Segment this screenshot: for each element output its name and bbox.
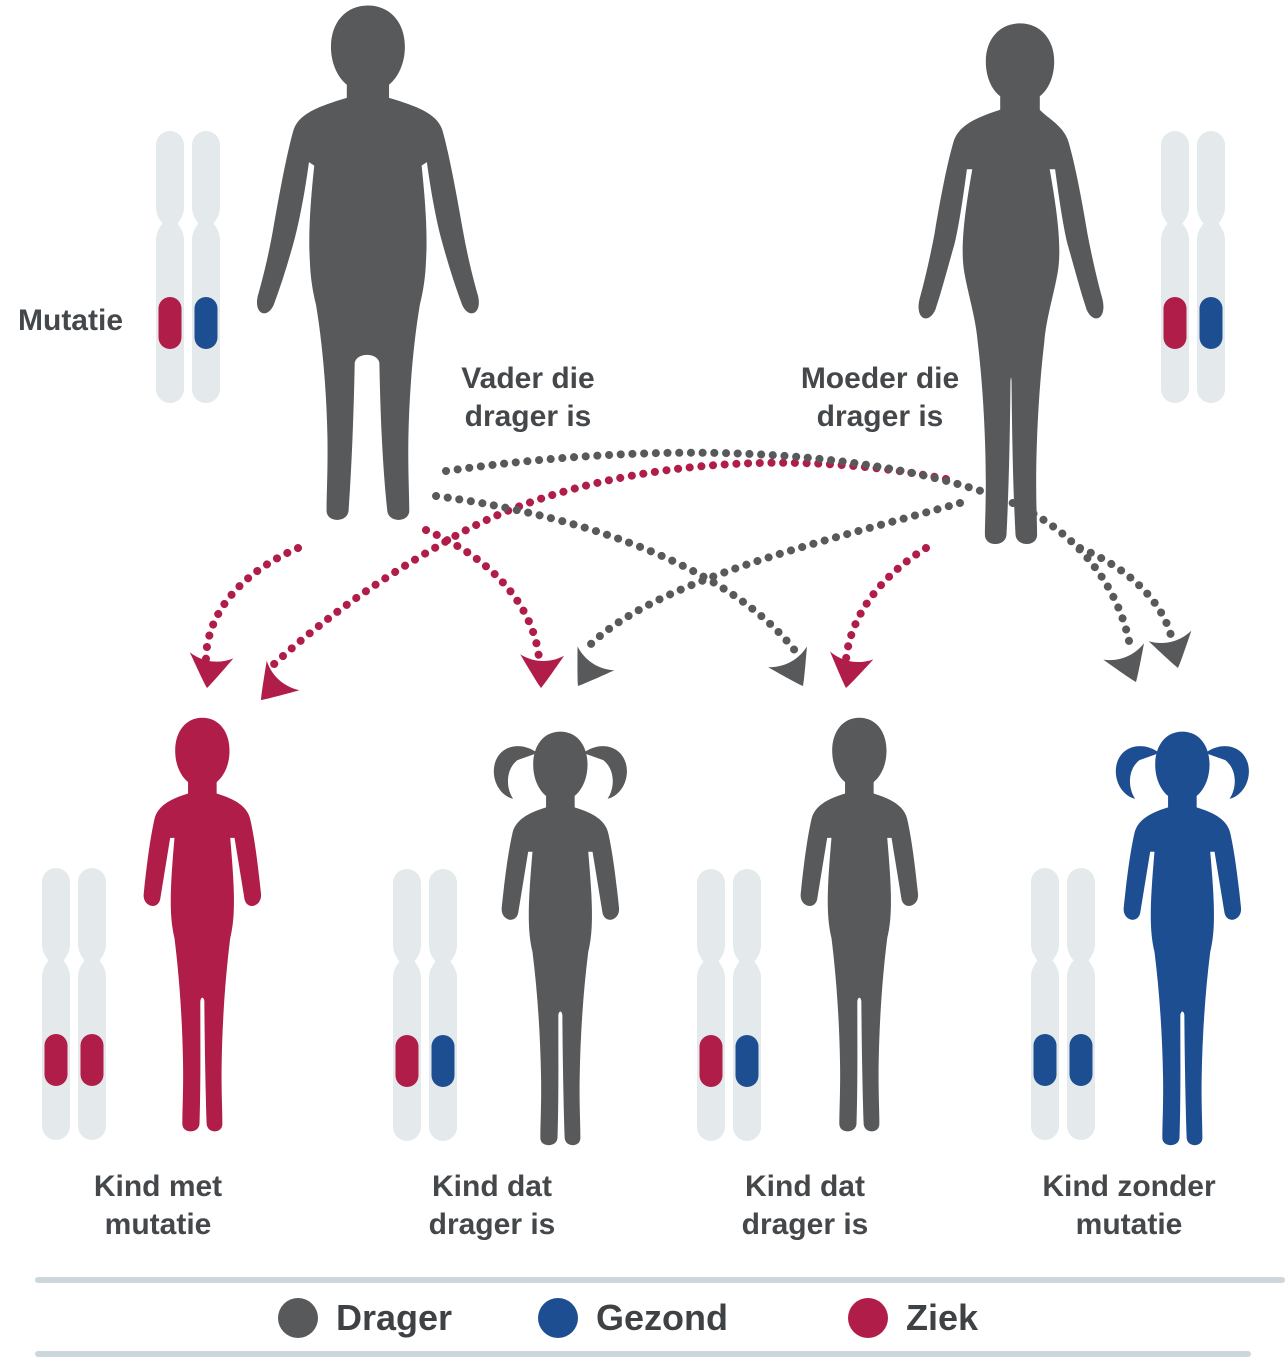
legend-item-gezond: Gezond: [538, 1296, 728, 1340]
mutated-allele-dot: [699, 1035, 723, 1087]
mother-label-line2: drager is: [816, 400, 944, 433]
chromatid: [192, 131, 220, 403]
healthy-allele-dot: [1069, 1034, 1093, 1086]
child1-label: Kind met mutatie: [28, 1168, 288, 1244]
mother-silhouette: [918, 23, 1104, 545]
arrowhead: [1103, 643, 1157, 691]
chromatid: [42, 868, 70, 1140]
mutated-allele-dot: [80, 1034, 104, 1086]
child2-label: Kind dat drager is: [362, 1168, 622, 1244]
healthy-allele-dot: [1033, 1034, 1057, 1086]
father-label-line2: drager is: [464, 400, 592, 433]
child2-label-line2: drager is: [428, 1208, 556, 1241]
mutation-label: Mutatie: [18, 304, 123, 337]
arrow-father-to-child4: [442, 448, 1135, 656]
chromatid: [1067, 868, 1095, 1140]
child2-label-line1: Kind dat: [432, 1170, 552, 1203]
child4-silhouette: [1116, 732, 1249, 1146]
arrow-mother-to-child2: [581, 499, 964, 654]
arrowheads: [185, 630, 1200, 715]
arrow-mother-to-child1: [268, 458, 950, 670]
legend-item-drager: Drager: [278, 1296, 452, 1340]
mutated-allele-dot: [158, 297, 182, 349]
mother-label-line1: Moeder die: [800, 362, 960, 395]
child4-figure: [1116, 732, 1249, 1146]
mutated-allele-dot: [395, 1035, 419, 1087]
chromatid: [156, 131, 184, 403]
ziek-dot: [848, 1298, 888, 1338]
arrow-father-to-child1: [202, 544, 302, 664]
arrow-father-to-child3: [432, 492, 800, 656]
legend-label-drager: Drager: [336, 1297, 453, 1338]
chromatid: [1161, 131, 1189, 403]
child3-chromosome-pair: [697, 869, 761, 1141]
child3-label-line1: Kind dat: [745, 1170, 865, 1203]
drager-dot-icon: [278, 1298, 318, 1338]
chromatid: [1031, 868, 1059, 1140]
child1-chromosome-pair: [42, 868, 106, 1140]
child1-figure: [143, 717, 262, 1132]
child4-chromosome-pair: [1031, 868, 1095, 1140]
healthy-allele-dot: [1199, 297, 1223, 349]
ziek-dot-icon: [848, 1298, 888, 1338]
healthy-allele-dot: [194, 297, 218, 349]
legend-item-ziek: Ziek: [848, 1296, 978, 1340]
chromatid: [78, 868, 106, 1140]
chromatid: [1197, 131, 1225, 403]
chromatid: [429, 869, 457, 1141]
child2-silhouette: [494, 732, 627, 1146]
child3-figure: [800, 717, 919, 1132]
child1-silhouette: [143, 717, 262, 1132]
child2-chromosome-pair: [393, 869, 457, 1141]
mother-label: Moeder die drager is: [740, 360, 1020, 436]
mutated-allele-dot: [44, 1034, 68, 1086]
father-silhouette: [256, 5, 479, 520]
child1-label-line2: mutatie: [104, 1208, 212, 1241]
mother-chromosome-pair: [1161, 131, 1225, 403]
legend-label-ziek: Ziek: [906, 1297, 979, 1338]
legend-bottom-rule: [35, 1351, 1251, 1357]
arrowhead: [244, 660, 300, 715]
child3-label: Kind dat drager is: [675, 1168, 935, 1244]
arrow-mother-to-child4: [1076, 544, 1176, 644]
chromatid: [733, 869, 761, 1141]
arrowhead: [559, 646, 615, 698]
child4-label-line2: mutatie: [1075, 1208, 1183, 1241]
child3-label-line2: drager is: [741, 1208, 869, 1241]
arrowhead: [519, 654, 565, 689]
arrowhead: [768, 646, 823, 697]
drager-dot: [278, 1298, 318, 1338]
child4-label-line1: Kind zonder: [1042, 1170, 1216, 1203]
father-label: Vader die drager is: [388, 360, 668, 436]
child1-label-line1: Kind met: [93, 1170, 223, 1203]
father-label-line1: Vader die: [461, 362, 595, 395]
chromatid: [393, 869, 421, 1141]
father-figure: [256, 5, 479, 520]
father-chromosome-pair: [156, 131, 220, 403]
legend-label-gezond: Gezond: [596, 1297, 728, 1338]
child3-silhouette: [800, 717, 919, 1132]
healthy-allele-dot: [735, 1035, 759, 1087]
arrow-mother-to-child3: [842, 544, 930, 664]
healthy-allele-dot: [431, 1035, 455, 1087]
gezond-dot: [538, 1298, 578, 1338]
child4-label: Kind zonder mutatie: [999, 1168, 1259, 1244]
child2-figure: [494, 732, 627, 1146]
arrowhead: [1148, 630, 1200, 674]
arrow-father-to-child2: [422, 526, 543, 662]
legend-top-rule: [35, 1277, 1285, 1283]
inheritance-arrows: [202, 448, 1176, 670]
gezond-dot-icon: [538, 1298, 578, 1338]
chromatid: [697, 869, 725, 1141]
mutated-allele-dot: [1163, 297, 1187, 349]
mother-figure: [918, 23, 1104, 545]
